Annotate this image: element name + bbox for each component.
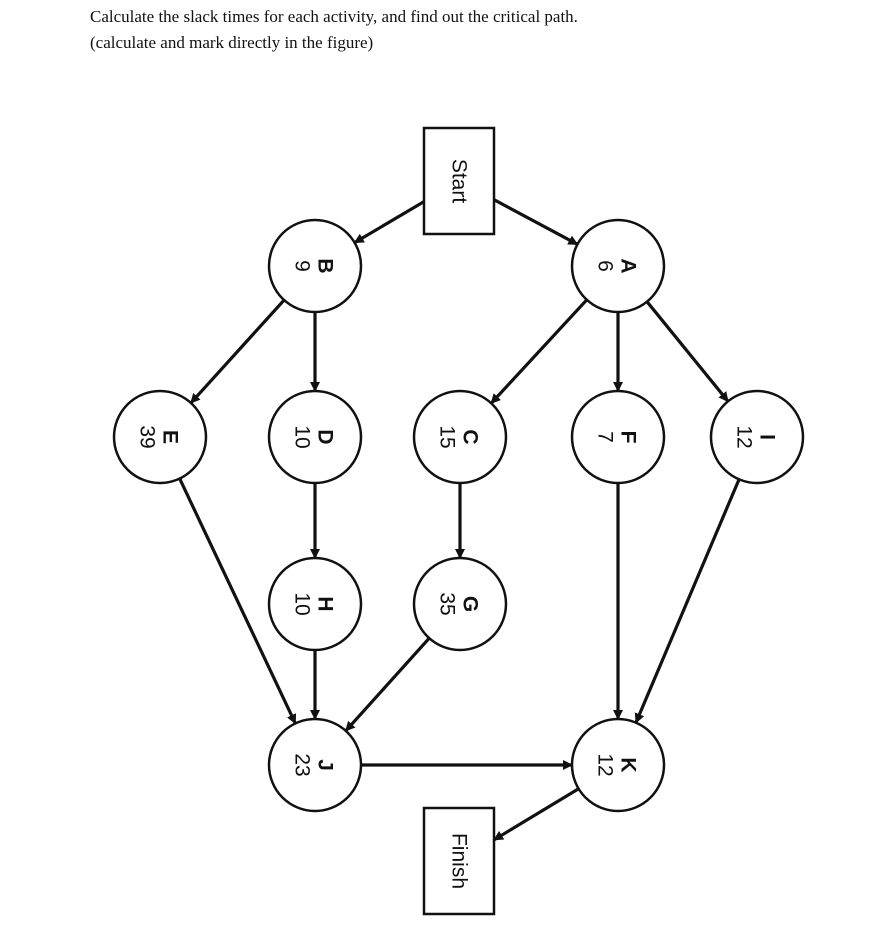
question-text: Calculate the slack times for each activ… (90, 4, 870, 56)
finish-label: Finish (448, 833, 471, 889)
activity-a-circle (570, 218, 666, 314)
activity-b-node: B9 (267, 218, 363, 314)
activity-i-label: I (756, 434, 779, 440)
activity-d-label: D (314, 429, 337, 444)
activity-k-circle (570, 717, 666, 813)
activity-c-duration: 15 (436, 425, 459, 448)
edge-g-to-j (344, 637, 431, 732)
activity-i-node: I12 (709, 389, 805, 485)
activity-a-duration: 6 (594, 260, 617, 272)
activity-g-circle (412, 556, 508, 652)
start-box (422, 126, 496, 236)
activity-i-duration: 12 (733, 425, 756, 448)
question-line-1: Calculate the slack times for each activ… (90, 7, 578, 26)
question-line-2: (calculate and mark directly in the figu… (90, 33, 374, 52)
edge-e-to-j (178, 477, 297, 725)
activity-e-circle (112, 389, 208, 485)
activity-j-label: J (314, 759, 337, 771)
activity-d-circle (267, 389, 363, 485)
finish-box (422, 806, 496, 916)
activity-h-node: H10 (267, 556, 363, 652)
activity-h-circle (267, 556, 363, 652)
edge-b-to-e (189, 299, 286, 404)
activity-f-circle (570, 389, 666, 485)
activity-g-label: G (459, 596, 482, 612)
edges-layer (178, 198, 741, 842)
activity-i-circle (709, 389, 805, 485)
start-label: Start (448, 159, 471, 204)
activity-f-node: F7 (570, 389, 666, 485)
edge-k-to-finish (493, 787, 580, 842)
activity-e-label: E (159, 430, 182, 444)
activity-k-duration: 12 (594, 753, 617, 776)
activity-c-label: C (459, 429, 482, 444)
activity-b-circle (267, 218, 363, 314)
activity-a-label: A (617, 258, 640, 273)
activity-c-node: C15 (412, 389, 508, 485)
edge-start-to-a (493, 198, 579, 246)
activity-f-label: F (617, 431, 640, 444)
edge-i-to-k (634, 478, 741, 724)
activity-g-node: G35 (412, 556, 508, 652)
start-node: Start (422, 126, 496, 236)
activity-h-duration: 10 (291, 592, 314, 615)
activity-a-node: A6 (570, 218, 666, 314)
edge-start-to-b (353, 200, 425, 244)
edge-a-to-c (490, 298, 588, 405)
activity-e-duration: 39 (136, 425, 159, 448)
activity-h-label: H (314, 596, 337, 611)
activity-k-label: K (617, 757, 640, 772)
activity-d-node: D10 (267, 389, 363, 485)
activity-e-node: E39 (112, 389, 208, 485)
activity-j-duration: 23 (291, 753, 314, 776)
activity-b-label: B (314, 258, 337, 273)
activity-g-duration: 35 (436, 592, 459, 615)
activity-j-circle (267, 717, 363, 813)
activity-d-duration: 10 (291, 425, 314, 448)
activity-f-duration: 7 (594, 431, 617, 443)
finish-node: Finish (422, 806, 496, 916)
activity-j-node: J23 (267, 717, 363, 813)
edge-a-to-i (645, 300, 730, 403)
activity-b-duration: 9 (291, 260, 314, 272)
activity-c-circle (412, 389, 508, 485)
activity-k-node: K12 (570, 717, 666, 813)
